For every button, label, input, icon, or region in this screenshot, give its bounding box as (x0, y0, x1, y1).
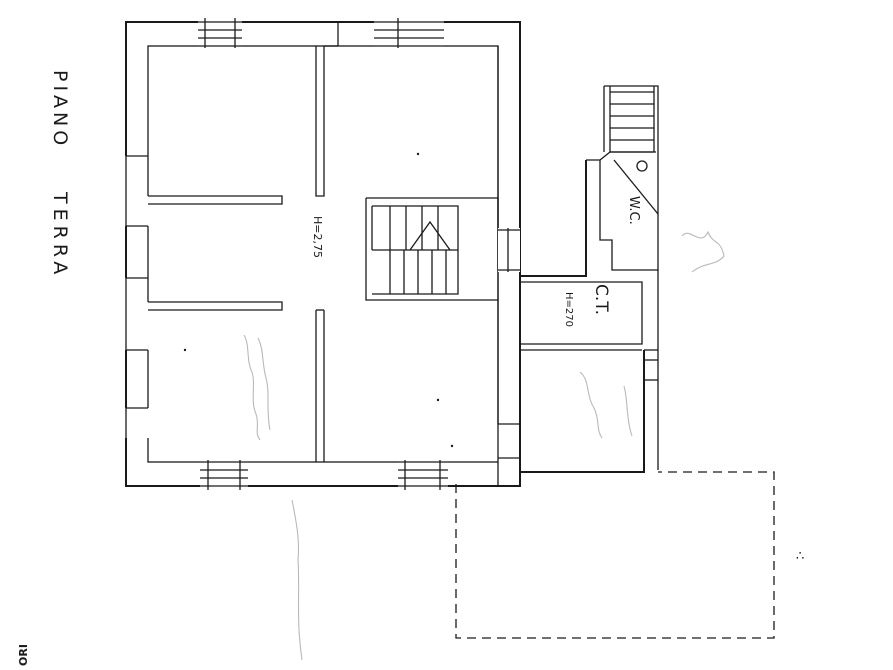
window-left-upper (122, 155, 152, 227)
dot-mark (183, 348, 187, 352)
dot-mark (450, 444, 454, 448)
handwritten-annotations (243, 230, 725, 661)
height-label-ct: H=270 (563, 292, 574, 327)
window-left-bottom (122, 407, 152, 438)
dashed-courtyard (455, 471, 775, 639)
wc-room-label: W.C. (626, 196, 641, 225)
partition-walls (148, 22, 339, 462)
dot-mark (416, 152, 420, 156)
dot-mark (436, 398, 440, 402)
window-bottom-left (200, 460, 248, 490)
floor-label-terra: TERRA (49, 191, 71, 279)
edge-text: ORI (17, 644, 30, 666)
corner-mark: ∴ (796, 549, 804, 564)
window-bottom-right (398, 460, 448, 490)
annex-walls (497, 22, 659, 486)
window-top-right (374, 18, 444, 48)
floor-label-piano: PIANO (49, 70, 71, 149)
window-left-lower (122, 277, 152, 351)
ct-room-label: C.T. (591, 284, 611, 315)
height-label-main: H=2,75 (311, 216, 324, 258)
staircase (365, 197, 499, 301)
window-top-left (198, 18, 242, 48)
